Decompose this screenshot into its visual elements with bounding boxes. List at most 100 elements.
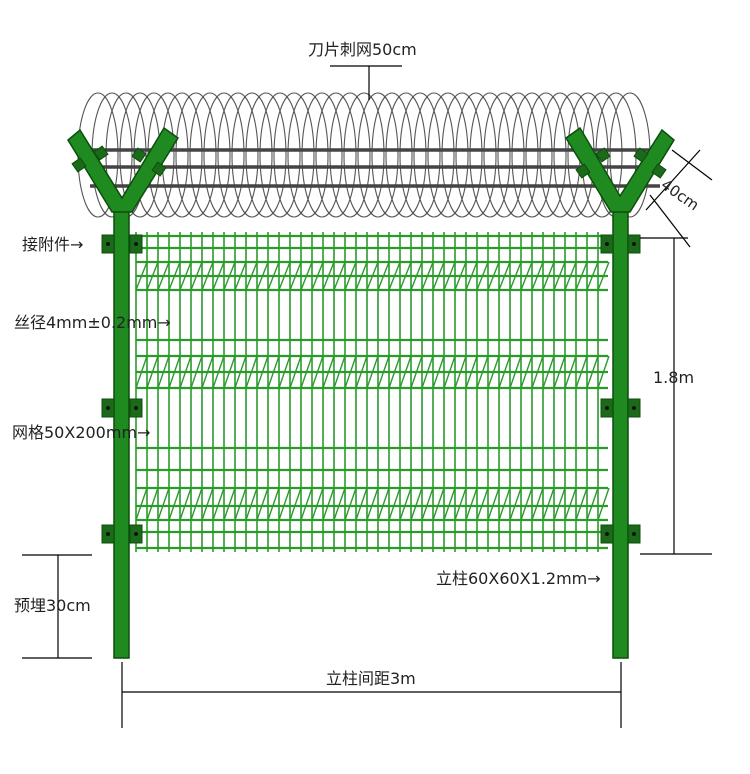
mesh-bend-wire — [311, 355, 324, 389]
razor-wire-loop — [343, 92, 385, 218]
razor-wire-loop — [455, 92, 497, 218]
mesh-bend-wire — [476, 355, 489, 389]
mesh-bend-wire — [245, 355, 258, 389]
mesh-bend-wire — [410, 261, 423, 291]
mesh-bend-wire — [410, 487, 423, 521]
mesh-bend-wire — [344, 355, 357, 389]
mesh-bend-wire — [443, 261, 456, 291]
razor-wire-rails — [90, 148, 660, 188]
mesh-bend-wire — [179, 487, 192, 521]
mesh-bend-wire — [377, 355, 390, 389]
razor-wire-loop — [273, 92, 315, 218]
connector-label: 接附件→ — [22, 235, 83, 254]
mesh-bend-wire — [597, 487, 610, 521]
mesh-bend-wire — [542, 487, 555, 521]
mesh-bend-wire — [157, 261, 170, 291]
mesh-bend-wire — [135, 355, 148, 389]
mesh-bend-wire — [157, 487, 170, 521]
mesh-bend-wire — [289, 487, 302, 521]
mesh-bend-wire — [377, 261, 390, 291]
mesh-bend-wire — [432, 355, 445, 389]
mesh-bend-wire — [531, 261, 544, 291]
mesh-bend-wire — [322, 355, 335, 389]
mesh-bend-wire — [256, 355, 269, 389]
mesh-bend-wire — [157, 355, 170, 389]
mesh-bend-wire — [344, 261, 357, 291]
mesh-bend-wire — [212, 487, 225, 521]
mesh-bend-wire — [432, 261, 445, 291]
razor-wire-loop — [175, 92, 217, 218]
mesh-bend-wire — [355, 355, 368, 389]
mesh-bend-wire — [388, 261, 401, 291]
mesh-bend-wire — [278, 487, 291, 521]
post-spec-label: 立柱60X60X1.2mm→ — [436, 569, 601, 588]
razor-wire-loop — [371, 92, 413, 218]
mesh-bend-wire — [201, 487, 214, 521]
mesh-bend-wire — [168, 355, 181, 389]
clamp-bolt — [605, 242, 609, 246]
razor-wire-loop — [245, 92, 287, 218]
clamp-bolt — [106, 242, 110, 246]
mesh-bend-wire — [212, 261, 225, 291]
mesh-bend-wire — [289, 261, 302, 291]
clamp-bolt — [106, 406, 110, 410]
clamp-bolt — [632, 242, 636, 246]
mesh-bend-wire — [498, 487, 511, 521]
mesh-bend-wire — [267, 261, 280, 291]
mesh-bend-wire — [190, 487, 203, 521]
mesh-bend-wire — [135, 487, 148, 521]
mesh-bend-wire — [465, 355, 478, 389]
mesh-label: 网格50X200mm→ — [12, 423, 150, 442]
mesh-bend-wire — [575, 355, 588, 389]
razor-wire-loop — [259, 92, 301, 218]
post-spacing-label: 立柱间距3m — [326, 669, 416, 688]
razor-wire-loop — [441, 92, 483, 218]
mesh-bend-wire — [553, 355, 566, 389]
mesh-bend-wire — [212, 355, 225, 389]
mesh-bend-wire — [278, 355, 291, 389]
mesh-bend-wire — [597, 355, 610, 389]
mesh-bend-wire — [179, 355, 192, 389]
razor-wire-loop — [469, 92, 511, 218]
mesh-bend-wire — [377, 487, 390, 521]
mesh-bend-wire — [201, 261, 214, 291]
clamp-bolt — [632, 406, 636, 410]
dimension-lines — [22, 65, 713, 728]
mesh-bend-wire — [465, 261, 478, 291]
razor-wire-loop — [525, 92, 567, 218]
clamp-bolt — [106, 532, 110, 536]
mesh-bend-wire — [135, 261, 148, 291]
mesh-bend-wire — [179, 261, 192, 291]
razor-wire-loop — [483, 92, 525, 218]
mesh-bend-wire — [168, 487, 181, 521]
mesh-bend-wire — [542, 355, 555, 389]
mesh-bend-wire — [498, 261, 511, 291]
razor-wire-loop — [399, 92, 441, 218]
mesh-bend-wire — [355, 261, 368, 291]
mesh-bend-wire — [289, 355, 302, 389]
clamp-bolt — [134, 532, 138, 536]
embed-label: 预埋30cm — [14, 596, 91, 615]
mesh-bend-wire — [300, 487, 313, 521]
razor-wire-loop — [217, 92, 259, 218]
mesh-bend-wire — [542, 261, 555, 291]
mesh-bend-wire — [234, 487, 247, 521]
mesh-bend-wire — [146, 487, 159, 521]
razor-wire-loop — [203, 92, 245, 218]
mesh-bend-wire — [465, 487, 478, 521]
mesh-bend-wire — [366, 355, 379, 389]
mesh-bend-wire — [443, 487, 456, 521]
mesh-bend-wire — [355, 487, 368, 521]
mesh-bend-wire — [146, 261, 159, 291]
mesh-bend-wire — [223, 487, 236, 521]
mesh-bend-wire — [190, 355, 203, 389]
mesh-bend-wire — [256, 487, 269, 521]
mesh-bend-wire — [520, 355, 533, 389]
mesh-bend-wire — [564, 261, 577, 291]
clamp-bolt — [605, 406, 609, 410]
razor-wire-loop — [189, 92, 231, 218]
mesh-bend-wire — [575, 261, 588, 291]
mesh-bend-wire — [454, 487, 467, 521]
mesh-bend-wire — [487, 355, 500, 389]
